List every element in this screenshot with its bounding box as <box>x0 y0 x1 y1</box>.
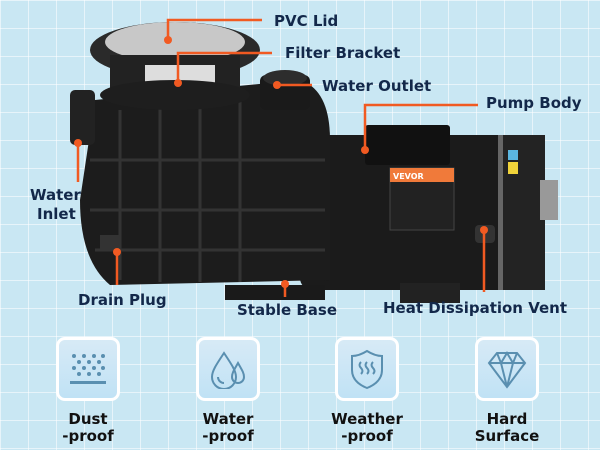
brand-logo: VEVOR <box>393 172 424 181</box>
feature-label-line1: Dust <box>68 410 108 428</box>
feature-label-line2: -proof <box>341 427 393 445</box>
pump-motor: VEVOR <box>300 125 558 303</box>
dust-icon <box>70 354 106 384</box>
label-water-outlet: Water Outlet <box>322 77 432 95</box>
feature-label-line2: Surface <box>474 427 540 445</box>
diamond-icon <box>487 351 527 389</box>
label-water-inlet-line2: Inlet <box>37 205 76 223</box>
label-heat-dissipation-vent: Heat Dissipation Vent <box>383 299 568 317</box>
feature-label-line2: -proof <box>202 427 254 445</box>
feature-label-line1: Weather <box>331 410 403 428</box>
feature-label-line2: -proof <box>62 427 114 445</box>
label-filter-bracket: Filter Bracket <box>285 44 401 62</box>
label-water-inlet-line1: Water <box>30 186 81 204</box>
pump-illustration: VEVOR <box>70 18 558 303</box>
feature-waterproof: Water -proof <box>178 337 278 445</box>
leader-lines <box>76 18 486 297</box>
label-pump-body: Pump Body <box>486 94 582 112</box>
feature-weatherproof: Weather -proof <box>317 337 417 445</box>
pump-housing <box>70 22 330 300</box>
label-pvc-lid: PVC Lid <box>274 12 339 30</box>
shield-heat-icon <box>351 349 383 390</box>
label-stable-base: Stable Base <box>237 301 338 319</box>
water-drops-icon <box>210 351 246 389</box>
feature-dustproof: Dust -proof <box>38 337 138 445</box>
feature-label-line1: Water <box>202 410 254 428</box>
feature-label-line1: Hard <box>486 410 528 428</box>
feature-hard-surface: Hard Surface <box>457 337 557 445</box>
leader-dots <box>74 36 488 288</box>
label-drain-plug: Drain Plug <box>78 291 167 309</box>
